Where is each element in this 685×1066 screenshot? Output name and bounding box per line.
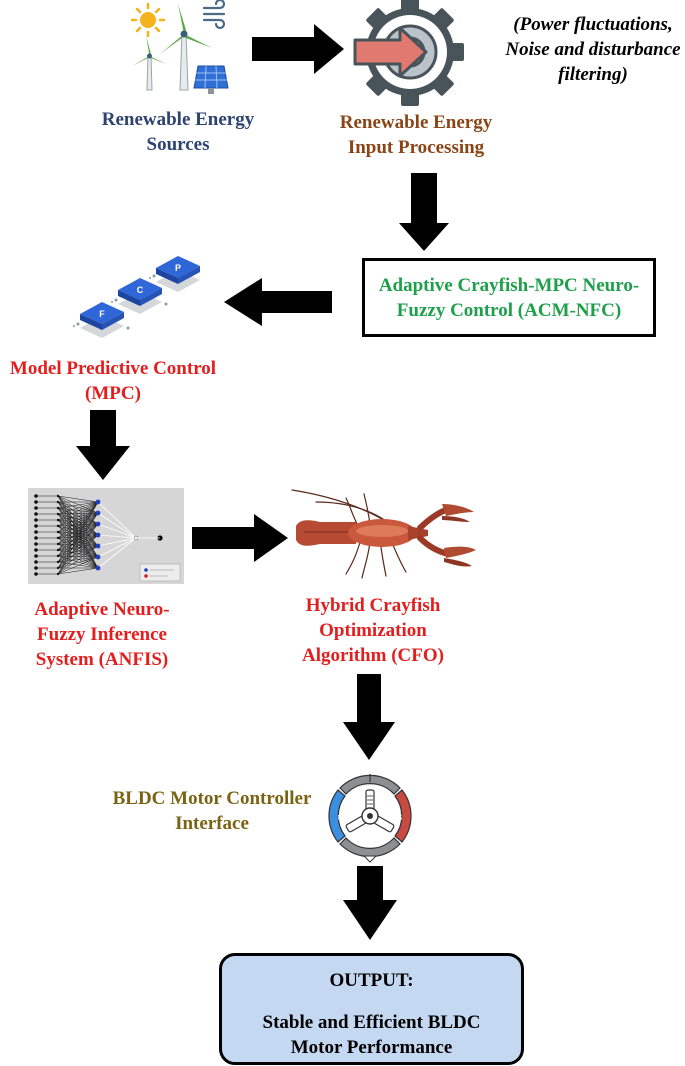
arrow-cfo-to-bldc [343,674,395,760]
crayfish-claw-lower [417,535,476,567]
output-box: OUTPUT: Stable and Efficient BLDC Motor … [219,953,524,1065]
arrow-bldc-to-output [343,866,397,940]
wind-turbine-icon [132,4,212,91]
bldc-motor-icon: N S [328,773,412,863]
mpc-block-p-letter: P [175,263,181,273]
processing-note: (Power fluctuations, Noise and disturban… [505,14,681,85]
arrow-acm-to-mpc [224,278,332,326]
output-text: Stable and Efficient BLDC Motor Performa… [262,1012,481,1058]
crayfish-tail [296,520,356,546]
anfis-label: Adaptive Neuro-Fuzzy Inference System (A… [34,599,170,670]
crayfish-claw-upper [417,504,474,531]
gear-input-icon [353,0,464,106]
solar-panel-icon [193,65,229,94]
mpc-block-f: F [80,302,124,338]
anfis-network-icon [28,488,184,584]
wind-icon [202,0,226,30]
mpc-label: Model Predictive Control (MPC) [9,358,217,404]
arrow-processing-to-acm [399,173,449,251]
motor-pole-s: S [398,815,403,822]
arrow-anfis-to-cfo [192,514,288,562]
sun-icon [130,2,166,38]
crayfish-icon [291,489,476,579]
acm-nfc-label: Adaptive Crayfish-MPC Neuro-Fuzzy Contro… [378,274,640,321]
mpc-block-c: C [118,278,162,314]
cfo-label: Hybrid Crayfish Optimization Algorithm (… [302,595,444,666]
mpc-block-p: P [156,256,200,292]
motor-pole-n: N [337,815,342,822]
acm-nfc-box: Adaptive Crayfish-MPC Neuro-Fuzzy Contro… [362,258,656,337]
mpc-block-f-letter: F [99,309,105,319]
bldc-interface-label: BLDC Motor Controller Interface [112,788,312,834]
arrow-sources-to-processing [252,24,344,74]
renewable-sources-label: Renewable Energy Sources [101,109,255,155]
renewable-energy-icon [130,0,229,94]
mpc-blocks-icon: F C P [73,256,200,338]
input-processing-label: Renewable Energy Input Processing [339,112,493,158]
arrow-mpc-to-anfis [76,410,130,480]
mpc-block-c-letter: C [137,285,144,295]
output-title: OUTPUT: [329,970,414,991]
